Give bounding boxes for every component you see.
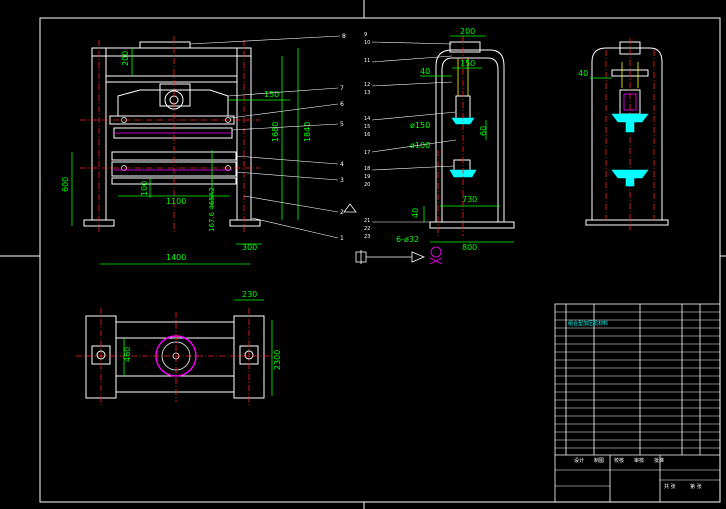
part-number-13: 13 <box>364 90 370 96</box>
dim-upper-gap: 150 <box>264 90 279 99</box>
part-number-18: 18 <box>364 166 370 172</box>
part-number-5: 5 <box>340 121 344 128</box>
part-number-21: 21 <box>364 218 370 224</box>
dim-side-offset-40: 40 <box>420 67 430 76</box>
dim-total-height: 1840 <box>303 122 312 142</box>
part-number-20: 20 <box>364 182 370 188</box>
part-number-9: 9 <box>364 32 367 38</box>
part-number-11: 11 <box>364 58 370 64</box>
title-label-check: 校核 <box>614 457 624 464</box>
part-number-17: 17 <box>364 150 370 156</box>
title-note-sheet: 第 张 <box>690 483 702 490</box>
part-number-4: 4 <box>340 161 344 168</box>
title-label-drawing: 制图 <box>594 457 604 464</box>
dim-small-gap: 100 <box>140 181 149 196</box>
dim-end-offset-40: 40 <box>578 69 588 78</box>
part-number-3: 3 <box>340 177 344 184</box>
part-number-7: 7 <box>340 85 344 92</box>
dim-side-width-top: 200 <box>460 27 475 36</box>
side-view: 200 150 40 ø150 ø100 60 730 800 40 6-ø32… <box>343 27 515 265</box>
part-number-1: 1 <box>340 235 344 242</box>
part-number-12: 12 <box>364 82 370 88</box>
title-note-total: 共 张 <box>664 483 676 490</box>
part-number-10: 10 <box>364 40 370 46</box>
title-block: 组合型加压机 材料 设计 制图 校核 审核 批准 共 张 第 张 <box>554 303 721 503</box>
dim-stroke-label: 167.6 465A2 <box>208 187 216 232</box>
plan-view: 230 460 2300 <box>76 290 282 406</box>
end-view: 40 <box>578 38 669 230</box>
front-view: 200 150 1680 1840 600 100 1100 167.6 465… <box>61 33 346 265</box>
dim-side-60: 60 <box>479 126 488 136</box>
dim-leg-width: 300 <box>242 243 257 252</box>
part-number-19: 19 <box>364 174 370 180</box>
dim-top-height: 200 <box>121 51 130 66</box>
part-number-14: 14 <box>364 116 370 122</box>
dim-side-dia-100: ø100 <box>410 141 430 150</box>
title-material-label: 材料 <box>598 320 608 327</box>
dim-plate-width: 1100 <box>166 197 186 206</box>
part-number-16: 16 <box>364 132 370 138</box>
dim-plan-right-span: 2300 <box>273 350 282 370</box>
dim-inner-height: 1680 <box>271 122 280 142</box>
dim-left-height: 600 <box>61 177 70 192</box>
title-parts-header: 组合型加压机 <box>568 320 598 327</box>
dim-side-dia-150: ø150 <box>410 121 430 130</box>
dim-side-bolt-height: 40 <box>411 208 420 218</box>
part-number-15: 15 <box>364 124 370 130</box>
part-number-6: 6 <box>340 101 344 108</box>
part-number-2: 2 <box>340 209 344 216</box>
title-label-design: 设计 <box>574 457 584 464</box>
title-label-approve: 批准 <box>654 457 664 464</box>
dim-plan-inner-width: 460 <box>123 347 132 362</box>
part-number-8: 8 <box>342 33 346 40</box>
part-number-23: 23 <box>364 234 370 240</box>
dim-side-base-width: 800 <box>462 243 477 252</box>
dim-side-bolt-spec: 6-ø32 <box>396 235 419 244</box>
title-label-review: 审核 <box>634 457 644 464</box>
part-number-22: 22 <box>364 226 370 232</box>
dim-side-width-150: 150 <box>460 59 475 68</box>
dim-side-bottom-width: 730 <box>462 195 477 204</box>
dim-base-width: 1400 <box>166 253 186 262</box>
dim-plan-top-width: 230 <box>242 290 257 299</box>
